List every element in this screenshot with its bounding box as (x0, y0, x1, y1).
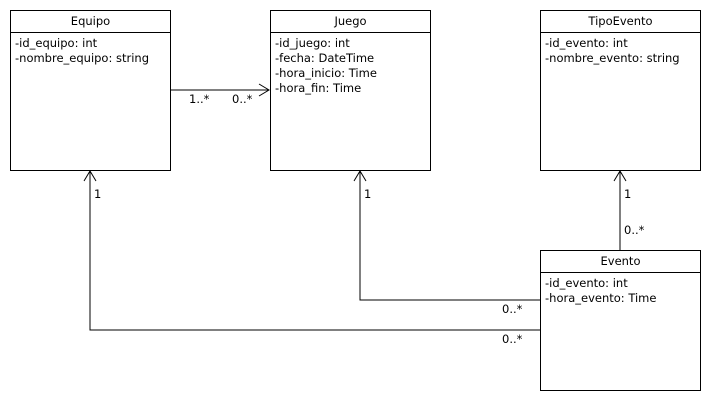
attribute: -hora_inicio: Time (275, 66, 377, 80)
class-evento-name: Evento (541, 251, 700, 273)
attribute: -id_juego: int (275, 36, 350, 50)
multiplicity-evento-juego-target: 1 (364, 187, 372, 201)
open-arrowhead (83, 170, 97, 182)
class-tipoevento-name: TipoEvento (541, 11, 700, 33)
class-juego-attributes: -id_juego: int -fecha: DateTime -hora_in… (271, 33, 430, 96)
class-equipo[interactable]: Equipo -id_equipo: int -nombre_equipo: s… (10, 10, 171, 171)
open-arrowhead (258, 83, 270, 97)
class-equipo-name: Equipo (11, 11, 170, 33)
class-juego-name: Juego (271, 11, 430, 33)
attribute: -nombre_equipo: string (15, 51, 150, 65)
attribute: -hora_fin: Time (275, 81, 362, 95)
multiplicity-evento-juego-source: 0..* (502, 302, 523, 316)
attribute: -id_evento: int (545, 276, 628, 290)
attribute: -id_evento: int (545, 36, 628, 50)
open-arrowhead (353, 170, 367, 182)
multiplicity-equipo-juego-source: 1..* (189, 92, 210, 106)
multiplicity-equipo-juego-target: 0..* (232, 92, 253, 106)
class-tipoevento-attributes: -id_evento: int -nombre_evento: string (541, 33, 700, 66)
multiplicity-evento-tipoevento-target: 1 (624, 187, 632, 201)
attribute: -fecha: DateTime (275, 51, 375, 65)
class-evento-attributes: -id_evento: int -hora_evento: Time (541, 273, 700, 306)
class-tipoevento[interactable]: TipoEvento -id_evento: int -nombre_event… (540, 10, 701, 171)
attribute: -hora_evento: Time (545, 291, 657, 305)
multiplicity-evento-equipo-source: 0..* (502, 332, 523, 346)
association-evento-juego (353, 170, 540, 301)
class-evento[interactable]: Evento -id_evento: int -hora_evento: Tim… (540, 250, 701, 391)
multiplicity-evento-equipo-target: 1 (94, 187, 102, 201)
class-juego[interactable]: Juego -id_juego: int -fecha: DateTime -h… (270, 10, 431, 171)
association-evento-equipo (83, 170, 540, 331)
open-arrowhead (613, 170, 627, 182)
class-equipo-attributes: -id_equipo: int -nombre_equipo: string (11, 33, 170, 66)
attribute: -nombre_evento: string (545, 51, 680, 65)
attribute: -id_equipo: int (15, 36, 98, 50)
association-evento-tipoevento (613, 170, 627, 250)
multiplicity-evento-tipoevento-source: 0..* (624, 223, 645, 237)
association-equipo-juego (170, 83, 270, 97)
